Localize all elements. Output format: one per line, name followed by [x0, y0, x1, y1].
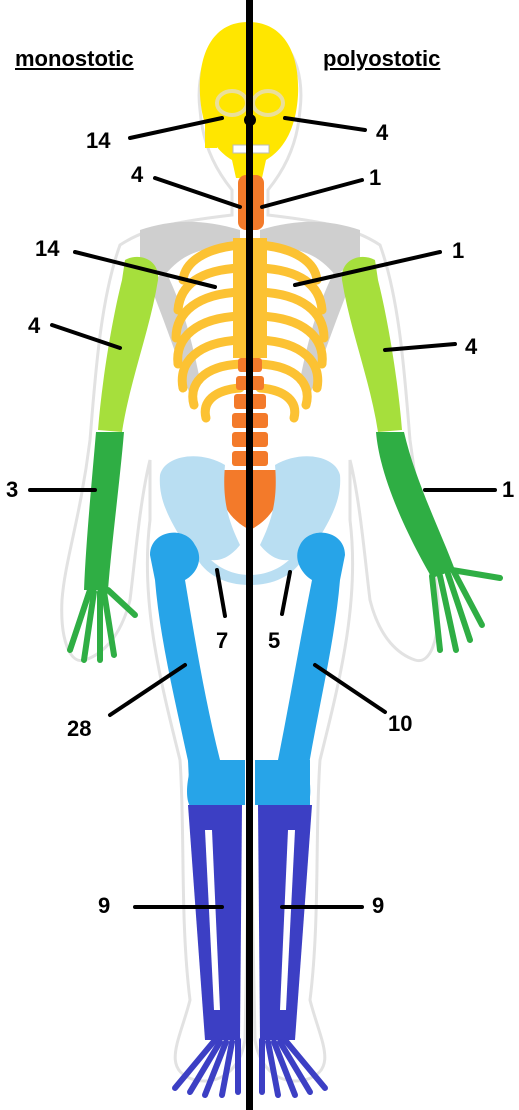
divider-dot: [244, 114, 256, 126]
label-skull-mono: 14: [86, 130, 110, 152]
right-knee: [255, 760, 310, 805]
leader-cervical-poly: [262, 180, 362, 207]
left-foot: [175, 1040, 238, 1095]
label-femur-mono: 28: [67, 718, 91, 740]
right-foot: [262, 1040, 325, 1095]
label-forearm-mono: 3: [6, 479, 18, 501]
leader-humerus-mono: [52, 325, 120, 348]
label-forearm-poly: 1: [502, 479, 514, 501]
label-cervical-mono: 4: [131, 164, 143, 186]
label-pelvis-mono: 7: [216, 630, 228, 652]
leader-pelvis-poly: [282, 572, 290, 614]
label-femur-poly: 10: [388, 713, 412, 735]
label-ribs-poly: 1: [452, 240, 464, 262]
label-tibia-poly: 9: [372, 895, 384, 917]
label-ribs-mono: 14: [35, 238, 59, 260]
left-knee: [188, 760, 245, 805]
leader-humerus-poly: [385, 344, 455, 350]
mandible-left: [205, 120, 217, 148]
label-skull-poly: 4: [376, 122, 388, 144]
right-hand: [432, 570, 500, 650]
label-pelvis-poly: 5: [268, 630, 280, 652]
center-divider: [246, 0, 253, 1110]
label-humerus-poly: 4: [465, 336, 477, 358]
label-humerus-mono: 4: [28, 315, 40, 337]
leader-femur-poly: [315, 665, 385, 712]
label-cervical-poly: 1: [369, 167, 381, 189]
right-humerus: [342, 257, 402, 432]
label-tibia-mono: 9: [98, 895, 110, 917]
right-forearm: [376, 432, 455, 578]
left-forearm: [84, 432, 124, 590]
header-monostotic: monostotic: [15, 46, 134, 72]
header-polyostotic: polyostotic: [323, 46, 440, 72]
left-hand: [70, 590, 135, 660]
